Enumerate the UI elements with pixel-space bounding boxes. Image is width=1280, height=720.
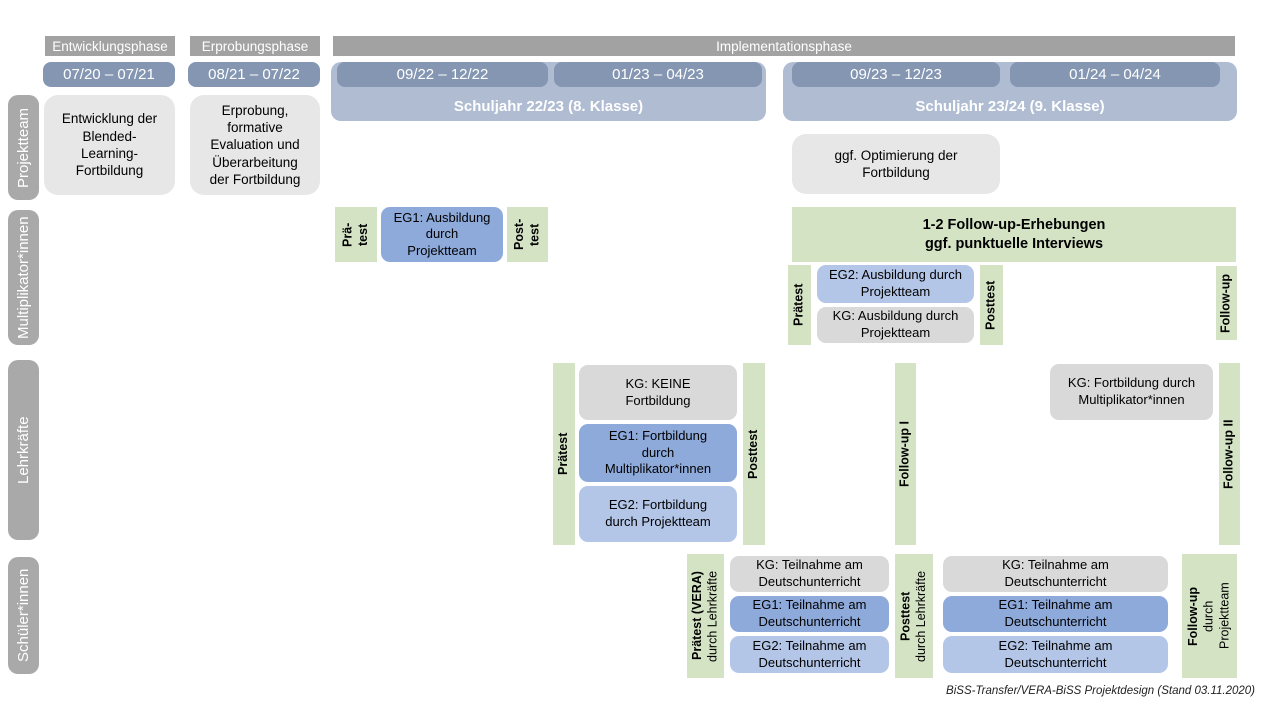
box-kg-fortbildung-multiplikatoren: KG: Fortbildung durch Multiplikator*inne… — [1050, 364, 1213, 420]
row-label-text: Schüler*innen — [15, 568, 32, 663]
bar-followup2-lehrkraefte: Follow-up II — [1219, 363, 1240, 545]
bar-label: Follow-up II — [1221, 419, 1236, 489]
box-entwicklung-fortbildung: Entwicklung der Blended- Learning- Fortb… — [44, 95, 175, 195]
bar-followup-schueler: Follow-up durch Projektteam — [1182, 554, 1237, 678]
box-kg-teilnahme-1: KG: Teilnahme am Deutschunterricht — [730, 556, 889, 592]
bar-praetest-multiplikatoren-22: Prä- test — [335, 207, 377, 262]
bar-label-sub: durch Lehrkräfte — [914, 570, 928, 662]
period-bar-0923-1223: 09/23 – 12/23 — [792, 62, 1000, 87]
box-erprobung-evaluation: Erprobung, formative Evaluation und Über… — [190, 95, 320, 195]
bar-praetest-lehrkraefte: Prätest — [553, 363, 575, 545]
bar-praetest-vera-schueler: Prätest (VERA) durch Lehrkräfte — [687, 554, 724, 678]
bar-label: Post- test — [511, 218, 542, 251]
bar-posttest-lehrkraefte: Posttest — [743, 363, 765, 545]
box-kg-teilnahme-2: KG: Teilnahme am Deutschunterricht — [943, 556, 1168, 592]
box-followup-erhebungen: 1-2 Follow-up-Erhebungen ggf. punktuelle… — [792, 207, 1236, 262]
bar-label-sub: durch Lehrkräfte — [705, 570, 720, 662]
footer-caption: BiSS-Transfer/VERA-BiSS Projektdesign (S… — [946, 685, 1255, 697]
row-label-text: Lehrkräfte — [15, 416, 32, 484]
row-label-multiplikatoren: Multiplikator*innen — [8, 210, 39, 345]
box-eg1-ausbildung-projektteam: EG1: Ausbildung durch Projektteam — [381, 207, 503, 262]
row-label-text: Multiplikator*innen — [15, 216, 32, 339]
bar-label-main: Follow-up — [1186, 586, 1201, 646]
bar-label: Follow-up I — [897, 421, 912, 487]
bar-label-sub: durch Projektteam — [1201, 582, 1232, 650]
box-kg-ausbildung-projektteam: KG: Ausbildung durch Projektteam — [817, 307, 974, 343]
row-label-lehrkraefte: Lehrkräfte — [8, 360, 39, 540]
bar-label: Posttest — [746, 429, 761, 479]
bar-followup1-lehrkraefte: Follow-up I — [895, 363, 916, 545]
period-bar-0821-0722: 08/21 – 07/22 — [188, 62, 320, 87]
period-bar-0720-0721: 07/20 – 07/21 — [43, 62, 175, 87]
bar-posttest-multiplikatoren-22: Post- test — [507, 207, 548, 262]
school-year-label: Schuljahr 23/24 (9. Klasse) — [915, 98, 1105, 115]
row-label-text: Projektteam — [15, 107, 32, 188]
bar-label: Prä- test — [340, 222, 370, 247]
phase-bar-implementationsphase: Implementationsphase — [333, 36, 1235, 56]
box-optimierung-fortbildung: ggf. Optimierung der Fortbildung — [792, 134, 1000, 194]
bar-label: Posttest — [983, 280, 998, 330]
bar-posttest-multiplikatoren-23: Posttest — [980, 265, 1003, 345]
bar-label: Prätest — [791, 283, 806, 327]
phase-bar-entwicklungsphase: Entwicklungsphase — [45, 36, 175, 56]
box-eg1-teilnahme-1: EG1: Teilnahme am Deutschunterricht — [730, 596, 889, 632]
bar-label-main: Posttest — [898, 591, 913, 641]
period-bar-0124-0424: 01/24 – 04/24 — [1010, 62, 1220, 87]
row-label-projektteam: Projektteam — [8, 95, 39, 200]
bar-praetest-multiplikatoren-23: Prätest — [788, 265, 811, 345]
phase-bar-erprobungsphase: Erprobungsphase — [190, 36, 320, 56]
bar-label: Prätest — [556, 432, 571, 476]
box-kg-keine-fortbildung: KG: KEINE Fortbildung — [579, 365, 737, 420]
bar-label-main: Prätest (VERA) — [689, 571, 704, 661]
bar-label: Follow-up — [1218, 273, 1233, 333]
period-bar-0123-0423: 01/23 – 04/23 — [554, 62, 762, 87]
school-year-label: Schuljahr 22/23 (8. Klasse) — [453, 98, 644, 115]
period-bar-0922-1222: 09/22 – 12/22 — [337, 62, 548, 87]
box-eg2-teilnahme-2: EG2: Teilnahme am Deutschunterricht — [943, 636, 1168, 673]
box-eg1-teilnahme-2: EG1: Teilnahme am Deutschunterricht — [943, 596, 1168, 632]
bar-posttest-schueler: Posttest durch Lehrkräfte — [895, 554, 933, 678]
box-eg2-ausbildung-projektteam: EG2: Ausbildung durch Projektteam — [817, 265, 974, 303]
box-eg2-teilnahme-1: EG2: Teilnahme am Deutschunterricht — [730, 636, 889, 673]
bar-followup-multiplikatoren: Follow-up — [1216, 266, 1237, 340]
box-eg1-fortbildung-multiplikatoren: EG1: Fortbildung durch Multiplikator*inn… — [579, 424, 737, 482]
box-eg2-fortbildung-projektteam: EG2: Fortbildung durch Projektteam — [579, 486, 737, 542]
row-label-schueler: Schüler*innen — [8, 557, 39, 674]
